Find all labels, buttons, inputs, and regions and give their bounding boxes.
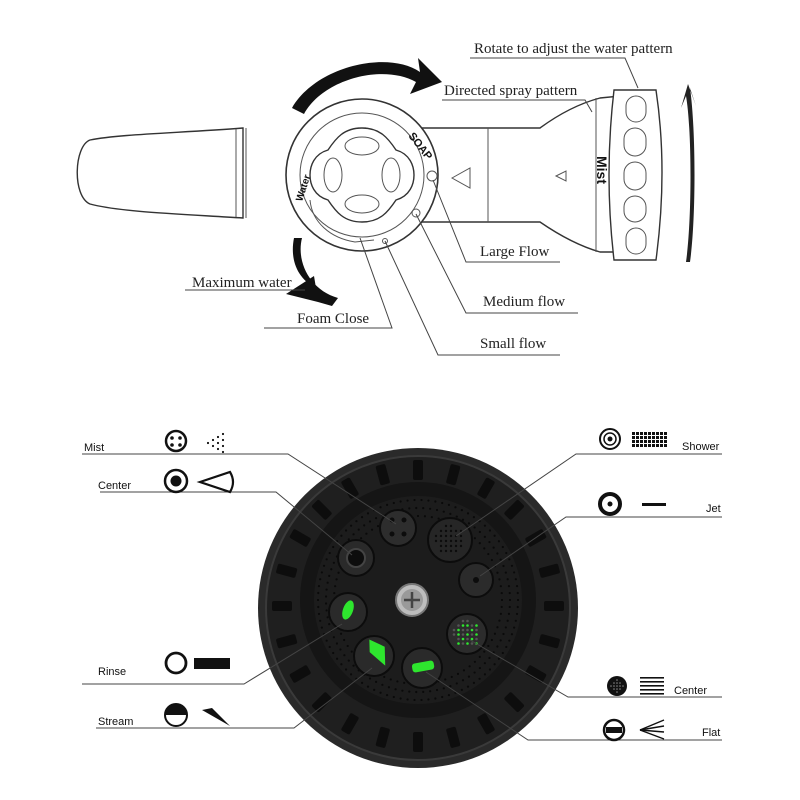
nozzle-barrel [419,95,621,253]
nozzle-rib-slots [272,460,564,752]
label-medium-flow: Medium flow [483,294,565,310]
label-jet: Jet [706,503,721,515]
label-stream: Stream [98,716,133,728]
rotation-arrow-vertical-icon [681,84,696,262]
nozzle-head [608,89,663,261]
center-cone-icon [196,470,235,494]
nozzle-handle [76,127,244,219]
label-shower: Shower [682,441,720,453]
label-rinse: Rinse [98,666,126,678]
label-center-left: Center [98,480,131,492]
label-large-flow: Large Flow [480,244,549,260]
outlet-shower [427,517,473,563]
triangle-marker-icon [450,167,471,189]
center-nozzle-icon [163,468,189,494]
nozzle-front-view [258,448,578,768]
small-flow-dot [382,238,388,244]
mist-label: Mist [594,156,610,184]
medium-flow-dot [411,208,421,218]
label-maximum-water: Maximum water [192,275,292,291]
label-flat: Flat [702,727,720,739]
legend-left [163,429,235,727]
center-lines-icon [640,677,664,695]
shower-nozzle-icon [599,428,621,450]
legend-right [598,428,667,742]
label-mist: Mist [84,442,104,454]
rinse-nozzle-icon [164,651,188,675]
rotation-arrow-bottom-icon [286,238,338,306]
nozzle-side-view: SOAP Water Mist [76,58,696,306]
outlet-mist [379,509,417,547]
dial-knob [309,127,415,223]
bottom-leader-lines [82,453,722,741]
label-center-right: Center [674,685,707,697]
label-foam-close: Foam Close [297,311,369,327]
stream-wedge-icon [202,708,230,726]
triangle-marker-small-icon [554,170,567,182]
outlet-stream [353,635,395,677]
mist-nozzle-icon [164,429,188,453]
label-small-flow: Small flow [480,336,546,352]
jet-nozzle-icon [598,492,622,516]
label-rotate-pattern: Rotate to adjust the water pattern [474,41,673,57]
jet-line-icon [642,503,666,506]
flat-fan-icon [639,719,665,740]
mist-spray-icon [206,432,225,454]
flat-nozzle-icon [602,718,626,742]
top-leader-lines [185,57,639,356]
label-directed-spray: Directed spray pattern [444,83,578,99]
large-flow-dot [426,170,438,182]
rotation-arrow-top-icon [292,58,442,114]
shower-pattern-icon [632,432,667,447]
rinse-bar-icon [194,658,230,669]
